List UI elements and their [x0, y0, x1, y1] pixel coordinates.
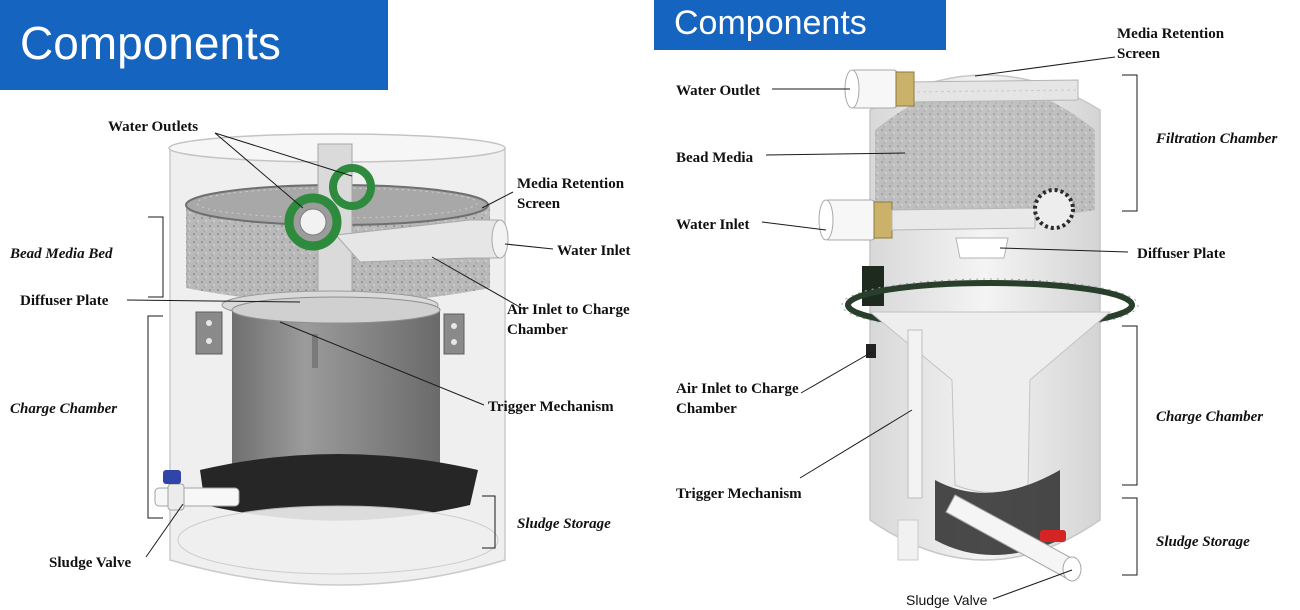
left-outlet-ring-back — [329, 164, 375, 210]
right-label-plate — [862, 266, 884, 306]
right-tank-illustration — [818, 69, 1139, 582]
left-tank-base — [177, 505, 499, 575]
left-label-trigger-mechanism: Trigger Mechanism — [488, 399, 614, 415]
right-sludge-region — [935, 470, 1060, 555]
left-label-bead-media-bed: Bead Media Bed — [10, 246, 113, 262]
left-leader-lines — [126, 132, 554, 558]
left-banner-title: Components — [20, 17, 281, 69]
right-diffuser-plate — [955, 237, 1009, 259]
right-label-charge-chamber: Charge Chamber — [1156, 409, 1264, 425]
right-bead-media-dome — [875, 85, 1095, 220]
left-tank-illustration — [154, 133, 509, 586]
right-label-sludge-valve: Sludge Valve — [906, 592, 988, 608]
right-label-media-retention-screen: Media Retention Screen — [1117, 26, 1225, 62]
left-sludge-valve-handle — [163, 470, 181, 484]
right-banner-title: Components — [674, 4, 867, 42]
left-label-charge-chamber: Charge Chamber — [10, 401, 118, 417]
right-outlet-coupler — [895, 71, 915, 107]
right-label-trigger-mechanism: Trigger Mechanism — [676, 486, 802, 502]
right-label-bead-media: Bead Media — [676, 150, 754, 166]
right-leader-lines — [761, 56, 1138, 600]
right-air-inlet-fitting — [866, 344, 876, 358]
left-trigger-rod — [312, 334, 318, 368]
right-porthole — [1033, 188, 1075, 230]
left-label-sludge-storage: Sludge Storage — [517, 516, 611, 532]
left-bracket-1 — [195, 311, 223, 355]
left-bracket-2 — [443, 313, 465, 355]
right-label-sludge-storage: Sludge Storage — [1156, 534, 1250, 550]
left-sludge-band — [200, 454, 478, 521]
left-label-diffuser-plate: Diffuser Plate — [20, 293, 109, 309]
right-label-filtration-chamber: Filtration Chamber — [1156, 131, 1278, 147]
left-label-water-inlet: Water Inlet — [557, 243, 631, 259]
left-label-media-retention-screen: Media Retention Screen — [517, 176, 625, 212]
right-inlet-coupler — [873, 201, 893, 239]
left-components-banner: Components — [0, 0, 388, 90]
right-label-air-inlet: Air Inlet to Charge Chamber — [676, 381, 799, 417]
right-components-banner: Components — [654, 0, 946, 50]
right-sludge-valve-handle — [1040, 530, 1066, 542]
right-label-water-inlet: Water Inlet — [676, 217, 750, 233]
left-label-sludge-valve: Sludge Valve — [49, 555, 132, 571]
right-trigger-pipe — [907, 329, 923, 499]
right-label-water-outlet: Water Outlet — [676, 83, 761, 99]
left-label-water-outlets: Water Outlets — [108, 119, 199, 135]
left-label-air-inlet: Air Inlet to Charge Chamber — [507, 302, 630, 338]
right-label-diffuser-plate: Diffuser Plate — [1137, 246, 1226, 262]
